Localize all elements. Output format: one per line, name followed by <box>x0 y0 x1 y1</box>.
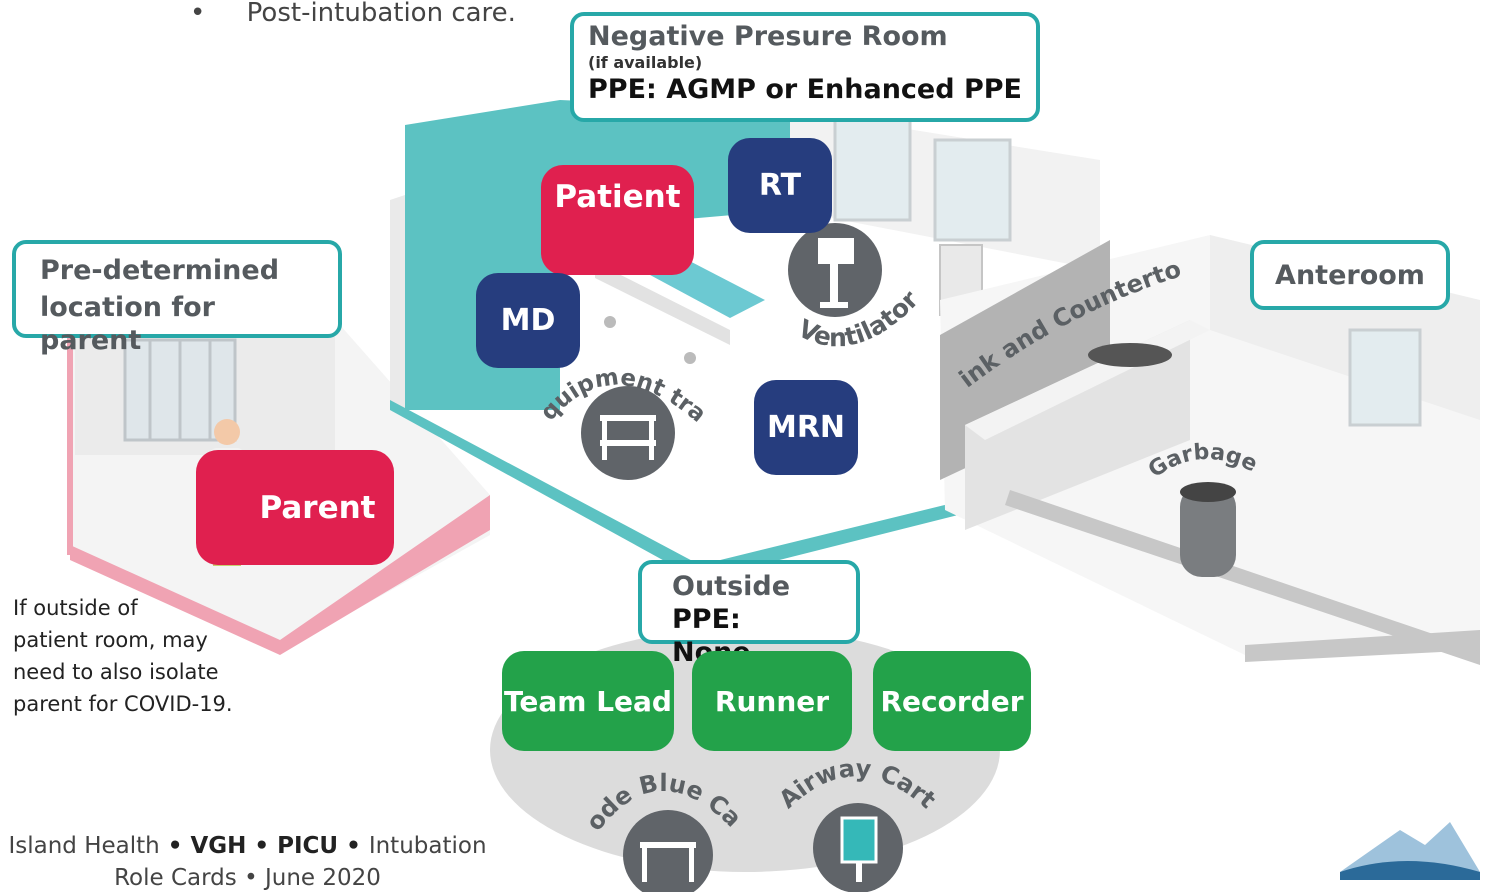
parent-location-line1: Pre-determined <box>40 255 280 286</box>
negative-pressure-room-subtitle: (if available) <box>588 53 703 72</box>
anteroom-area <box>940 235 1480 665</box>
role-card-md: MD <box>476 273 580 368</box>
isolation-note: If outside of patient room, may need to … <box>13 592 233 720</box>
footer-sep-1: • <box>159 833 191 859</box>
island-health-logo <box>1340 822 1480 880</box>
role-card-mrn: MRN <box>754 380 858 475</box>
footer-topic: Intubation <box>368 833 487 859</box>
outside-title: Outside <box>672 571 791 602</box>
outside-callout: Outside PPE: None <box>638 560 860 668</box>
footer-sep-3: • <box>338 833 369 859</box>
footer-line2: Role Cards • June 2020 <box>114 865 381 891</box>
footer: Island Health • VGH • PICU • Intubation … <box>0 830 495 894</box>
isolation-note-line1: If outside of <box>13 596 138 620</box>
footer-line1: Island Health • VGH • PICU • Intubation <box>0 830 495 862</box>
negative-pressure-room-callout: Negative Presure Room (if available) PPE… <box>570 12 1040 122</box>
footer-site: VGH <box>190 833 247 859</box>
parent-location-callout: Pre-determined location for parent <box>12 240 342 356</box>
bullet-item: • Post-intubation care. <box>190 0 516 28</box>
anteroom-callout: Anteroom <box>1250 240 1450 310</box>
isolation-note-line2: patient room, may <box>13 628 208 652</box>
footer-org: Island Health <box>8 833 160 859</box>
parent-location-line2: location for parent <box>40 292 215 356</box>
footer-unit: PICU <box>277 833 339 859</box>
role-card-team-lead: Team Lead <box>502 651 674 751</box>
airway-cart-icon <box>813 803 903 892</box>
role-card-patient: Patient <box>541 165 694 275</box>
outside-ppe: PPE: None <box>672 604 751 668</box>
negative-pressure-room-title: Negative Presure Room <box>588 21 948 52</box>
negative-pressure-room-ppe: PPE: AGMP or Enhanced PPE <box>588 74 1022 105</box>
ventilator-icon <box>788 223 882 317</box>
role-card-recorder: Recorder <box>873 651 1031 751</box>
role-card-parent: Parent <box>196 450 394 565</box>
bullet-text: Post-intubation care. <box>246 0 516 28</box>
isolation-note-line3: need to also isolate <box>13 660 219 684</box>
isolation-note-line4: parent for COVID-19. <box>13 692 233 716</box>
equipment-tray-icon <box>581 386 675 480</box>
role-card-rt: RT <box>728 138 832 233</box>
role-card-runner: Runner <box>692 651 852 751</box>
anteroom-title: Anteroom <box>1275 259 1425 291</box>
bullet-dot: • <box>190 0 206 28</box>
footer-sep-2: • <box>246 833 278 859</box>
code-blue-cart-icon <box>623 810 713 892</box>
garbage-bin-icon <box>1180 482 1236 577</box>
